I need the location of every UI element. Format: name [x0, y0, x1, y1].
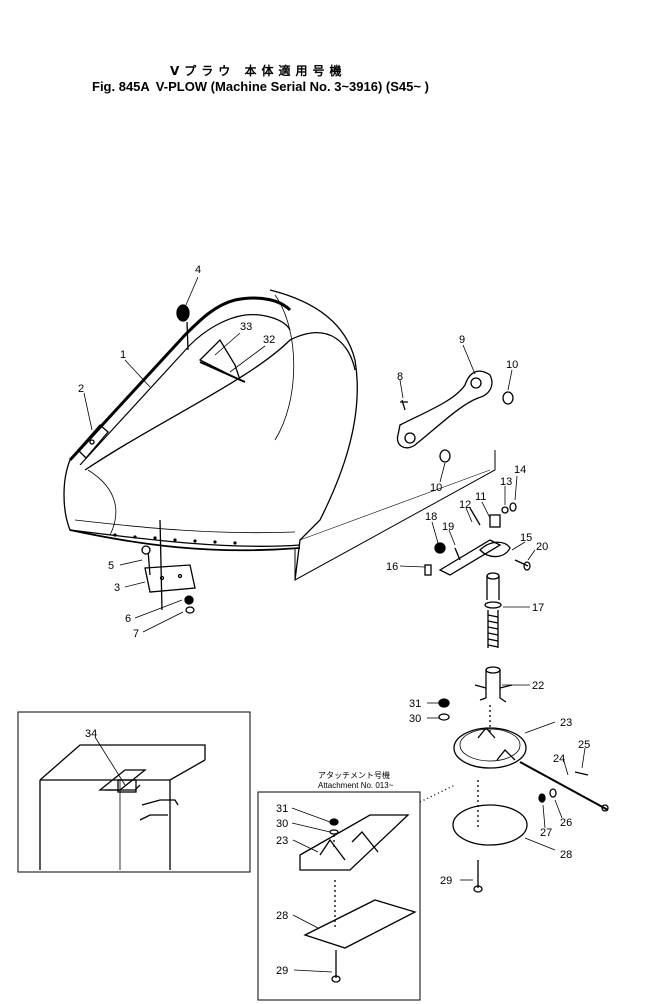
callout-28-inset: 28 [276, 910, 288, 922]
callout-31-inset: 31 [276, 803, 288, 815]
callout-22: 22 [532, 680, 544, 692]
callout-2: 2 [78, 383, 84, 395]
callout-6: 6 [125, 613, 131, 625]
part-22-socket [474, 666, 513, 703]
callout-12: 12 [459, 499, 471, 511]
callout-10-upper: 10 [506, 359, 518, 371]
callout-3: 3 [114, 582, 120, 594]
callout-29: 29 [440, 875, 452, 887]
callout-26: 26 [560, 817, 572, 829]
callout-13: 13 [500, 476, 512, 488]
figure-title: Fig. 845A V-PLOW (Machine Serial No. 3~39… [92, 79, 435, 94]
part-26-washer [549, 788, 557, 798]
callout-14: 14 [514, 464, 526, 476]
callout-30: 30 [409, 713, 421, 725]
part-28-round-plate [452, 780, 528, 846]
callout-5: 5 [108, 560, 114, 572]
callout-4: 4 [195, 264, 201, 276]
callout-24: 24 [553, 753, 565, 765]
callout-15: 15 [520, 532, 532, 544]
part-17-king-pin [484, 572, 502, 648]
figure-caption: V-PLOW (Machine Serial No. 3~3916) (S45~… [155, 79, 429, 94]
part-27-nut [538, 793, 546, 803]
pivot-bracket [424, 502, 531, 576]
inset-machine-body [17, 711, 251, 873]
part-29-bolt [473, 860, 483, 893]
callout-8: 8 [397, 371, 403, 383]
callout-32: 32 [263, 334, 275, 346]
callout-11: 11 [475, 491, 486, 503]
callout-28: 28 [560, 849, 572, 861]
callout-9: 9 [459, 334, 465, 346]
part-9-link-arm [396, 370, 514, 463]
callout-1: 1 [120, 349, 126, 361]
callout-19: 19 [442, 521, 454, 533]
callout-29-inset: 29 [276, 965, 288, 977]
figure-number: Fig. 845A [92, 79, 150, 94]
leader-lines [83, 276, 586, 973]
callout-20: 20 [536, 541, 548, 553]
attachment-note-en: Attachment No. 013~ [318, 781, 394, 790]
part-4-knob [176, 304, 190, 351]
callout-7: 7 [133, 628, 139, 640]
callout-25: 25 [578, 739, 590, 751]
callout-23-inset: 23 [276, 835, 288, 847]
callout-30-inset: 30 [276, 818, 288, 830]
callout-31: 31 [409, 698, 421, 710]
callout-27: 27 [540, 827, 552, 839]
attachment-note-jp: アタッチメント号機 [318, 770, 390, 780]
callout-18: 18 [425, 511, 437, 523]
plow-body [63, 289, 496, 581]
part-2-plate [77, 424, 109, 459]
part-3-skid-plate [141, 519, 196, 614]
part-23-base-plate [453, 705, 527, 769]
callout-23: 23 [560, 717, 572, 729]
part-24-rod [519, 761, 609, 812]
part-31-nut [438, 698, 450, 708]
callout-10-lower: 10 [430, 482, 442, 494]
callout-16: 16 [386, 561, 398, 573]
inset-attachment [257, 784, 456, 1001]
callout-17: 17 [532, 602, 544, 614]
title-japanese: Vプラウ 本体適用号機 [170, 64, 347, 78]
part-30-washer [438, 713, 450, 721]
callout-34: 34 [85, 728, 97, 740]
part-32-33-bracket [198, 338, 246, 383]
callout-33: 33 [240, 321, 252, 333]
